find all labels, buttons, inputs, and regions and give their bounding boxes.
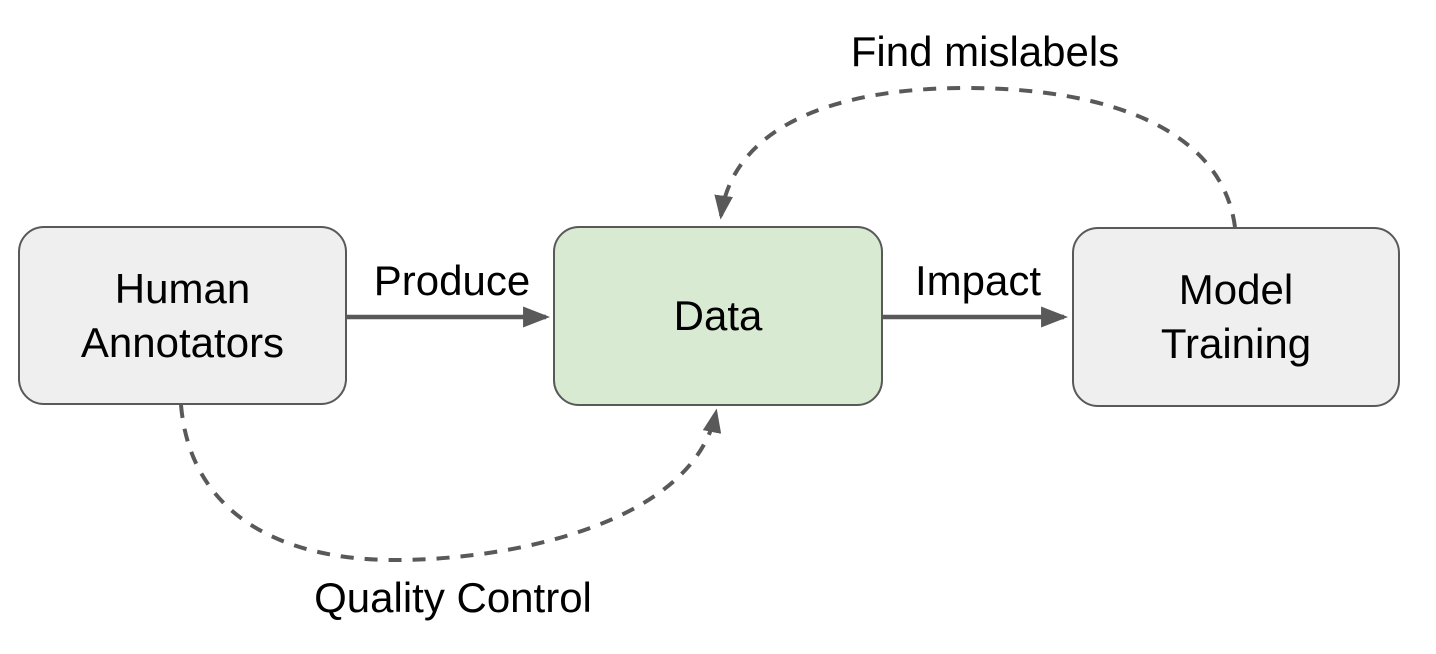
edge-produce-label: Produce xyxy=(373,257,531,304)
edge-find-mislabels-label: Find mislabels xyxy=(850,28,1120,75)
node-model-training: Model Training xyxy=(1072,227,1400,407)
edge-quality-control-label: Quality Control xyxy=(314,574,592,621)
edge-quality-control-arrow xyxy=(179,404,722,563)
node-data-label: Data xyxy=(673,292,763,340)
node-data: Data xyxy=(553,226,883,406)
edge-find-mislabels-arrow xyxy=(714,85,1237,228)
node-human-annotators-label: Human Annotators xyxy=(80,264,285,366)
node-human-annotators: Human Annotators xyxy=(18,226,347,405)
node-model-training-label: Model Training xyxy=(1160,266,1312,367)
edge-impact-label: Impact xyxy=(914,257,1042,304)
